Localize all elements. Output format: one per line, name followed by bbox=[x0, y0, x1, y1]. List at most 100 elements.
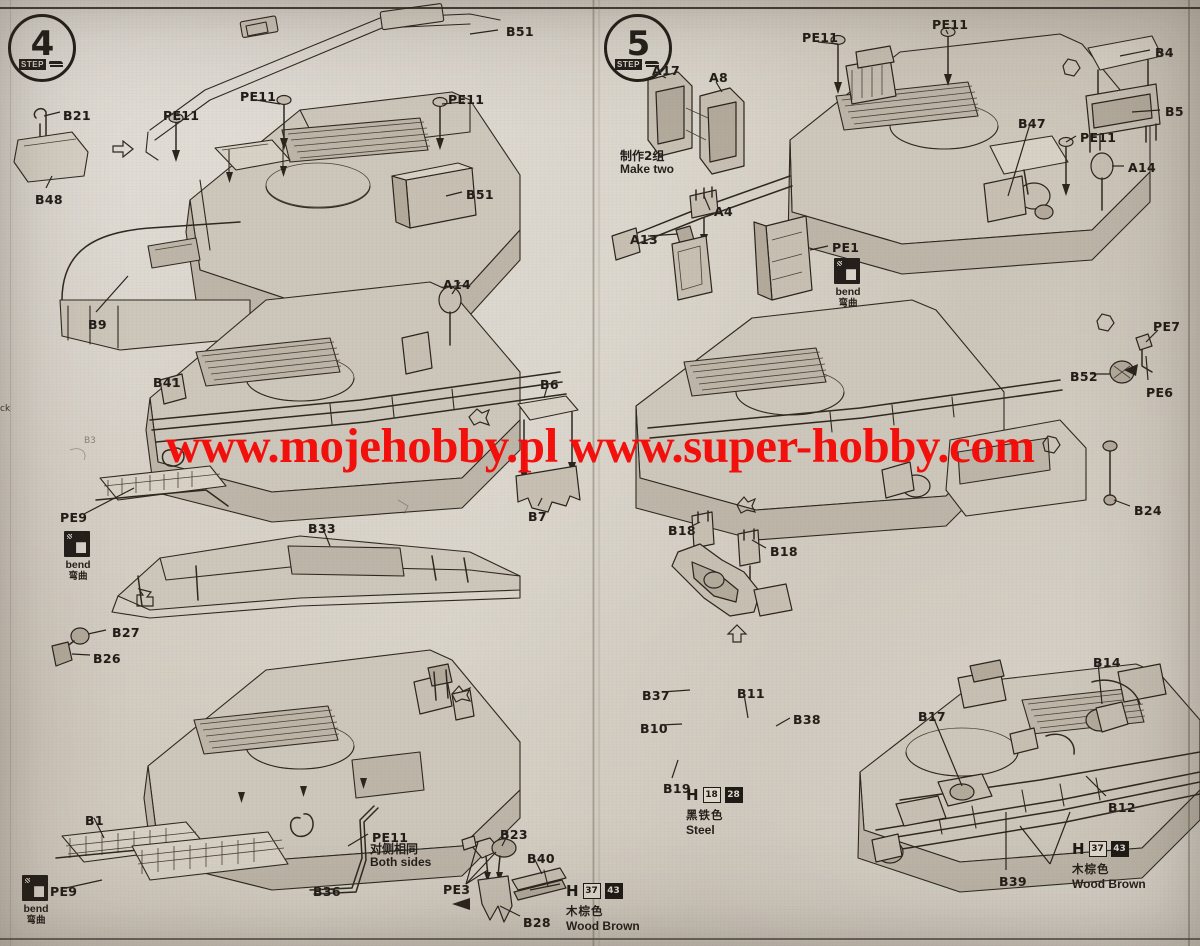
part-label-B1: B1 bbox=[85, 813, 104, 828]
bend-icon-hatch bbox=[25, 878, 30, 883]
part-label-A4: A4 bbox=[714, 204, 733, 219]
paint-callout-steel: H 18 28 黑铁色 Steel bbox=[686, 786, 743, 837]
tank-icon bbox=[48, 61, 65, 68]
direction-arrow-icon bbox=[468, 408, 490, 426]
hull-top-assembly-3 bbox=[55, 649, 567, 923]
part-label-B47: B47 bbox=[1018, 116, 1046, 131]
right-edge-rule bbox=[1188, 0, 1190, 946]
edge-mark: ck bbox=[0, 404, 11, 414]
note-make-two-en: Make two bbox=[620, 162, 675, 176]
paint-name-en: Steel bbox=[686, 823, 715, 837]
note-both-sides-cn: 对侧相同 bbox=[370, 842, 419, 856]
bend-caption-en: bend bbox=[65, 559, 91, 571]
paint-code-chip: 43 bbox=[1110, 841, 1129, 857]
step-number: 4 bbox=[30, 24, 55, 64]
note-make-two: 制作2组 Make two bbox=[620, 150, 710, 176]
paint-code-chip: 43 bbox=[604, 883, 623, 899]
paint-name-en: Wood Brown bbox=[1072, 877, 1146, 891]
part-label-B19: B19 bbox=[663, 781, 691, 796]
part-label-B17: B17 bbox=[918, 709, 946, 724]
part-label-B33: B33 bbox=[308, 521, 336, 536]
part-label-PE11: PE11 bbox=[1080, 130, 1117, 145]
part-label-PE9: PE9 bbox=[60, 510, 88, 525]
watermark: www.mojehobby.pl www.super-hobby.com bbox=[165, 418, 1035, 473]
part-label-B51: B51 bbox=[506, 24, 534, 39]
note-both-sides: 对侧相同 Both sides bbox=[370, 843, 452, 869]
note-both-sides-en: Both sides bbox=[370, 855, 432, 869]
paint-prefix: H bbox=[566, 882, 579, 900]
direction-arrow-icon bbox=[450, 685, 472, 703]
direction-arrow-icon bbox=[112, 140, 134, 158]
part-label-PE9: PE9 bbox=[50, 884, 78, 899]
direction-arrow-icon bbox=[135, 588, 155, 607]
part-label-B4: B4 bbox=[1155, 45, 1174, 60]
part-label-B6: B6 bbox=[540, 377, 559, 392]
part-label-PE11: PE11 bbox=[240, 89, 277, 104]
hull-top-assembly-2 bbox=[51, 281, 581, 667]
part-label-B36: B36 bbox=[313, 884, 341, 899]
top-rule bbox=[0, 7, 1200, 9]
bend-icon-corner bbox=[71, 538, 86, 553]
part-label-B48: B48 bbox=[35, 192, 63, 207]
bend-caption-cn: 弯曲 bbox=[838, 298, 858, 309]
bend-icon bbox=[834, 258, 860, 284]
part-label-PE1: PE1 bbox=[832, 240, 860, 255]
step-badge-5: 5 STEP bbox=[604, 14, 672, 82]
tank-icon bbox=[644, 61, 661, 68]
part-label-A14: A14 bbox=[1128, 160, 1156, 175]
step-word-group: STEP bbox=[615, 59, 661, 70]
page-gutter-shadow bbox=[598, 0, 600, 946]
paint-code-chip: 37 bbox=[582, 883, 601, 899]
bend-caption-en: bend bbox=[835, 286, 861, 298]
step-number: 5 bbox=[626, 24, 651, 64]
part-label-B9: B9 bbox=[88, 317, 107, 332]
direction-arrow-icon bbox=[1060, 58, 1081, 77]
hull-top-assembly-6 bbox=[857, 659, 1200, 893]
step-word-label: STEP bbox=[615, 59, 642, 70]
part-label-B18: B18 bbox=[770, 544, 798, 559]
part-label-B5: B5 bbox=[1165, 104, 1184, 119]
part-label-B24: B24 bbox=[1134, 503, 1162, 518]
direction-arrow-icon bbox=[1094, 313, 1115, 332]
part-label-A17: A17 bbox=[652, 63, 680, 78]
page-gutter bbox=[592, 0, 595, 946]
step-badge-4: 4 STEP bbox=[8, 14, 76, 82]
bend-caption: bend 弯曲 bbox=[822, 286, 874, 310]
bend-icon-corner bbox=[29, 882, 44, 897]
part-label-B27: B27 bbox=[112, 625, 140, 640]
part-label-PE6: PE6 bbox=[1146, 385, 1174, 400]
part-label-B21: B21 bbox=[63, 108, 91, 123]
bend-icon-corner bbox=[841, 265, 856, 280]
paint-code-chip: 18 bbox=[702, 787, 721, 803]
paint-callout-wood-brown-right: H 37 43 木棕色 Wood Brown bbox=[1072, 840, 1146, 891]
part-label-B10: B10 bbox=[640, 721, 668, 736]
faint-mark: B3 bbox=[84, 436, 96, 446]
paint-code-chip: 37 bbox=[1088, 841, 1107, 857]
part-label-B26: B26 bbox=[93, 651, 121, 666]
part-label-B11: B11 bbox=[737, 686, 765, 701]
part-label-B12: B12 bbox=[1108, 800, 1136, 815]
part-label-B14: B14 bbox=[1093, 655, 1121, 670]
direction-arrow-icon bbox=[726, 624, 748, 643]
paint-code-row: H 18 28 bbox=[686, 786, 743, 804]
bend-caption-en: bend bbox=[23, 903, 49, 915]
part-label-A14: A14 bbox=[443, 277, 471, 292]
part-label-B41: B41 bbox=[153, 375, 181, 390]
part-label-B38: B38 bbox=[793, 712, 821, 727]
left-edge-rule bbox=[10, 0, 11, 946]
paint-code-row: H 37 43 bbox=[566, 882, 640, 900]
part-label-B39: B39 bbox=[999, 874, 1027, 889]
part-label-PE7: PE7 bbox=[1153, 319, 1181, 334]
part-label-B23: B23 bbox=[500, 827, 528, 842]
hull-top-assembly-1 bbox=[13, 3, 521, 351]
part-label-PE11: PE11 bbox=[802, 30, 839, 45]
paint-prefix: H bbox=[1072, 840, 1085, 858]
part-label-B40: B40 bbox=[527, 851, 555, 866]
paint-code-row: H 37 43 bbox=[1072, 840, 1146, 858]
bend-caption-cn: 弯曲 bbox=[26, 915, 46, 926]
note-make-two-cn: 制作2组 bbox=[620, 149, 665, 163]
